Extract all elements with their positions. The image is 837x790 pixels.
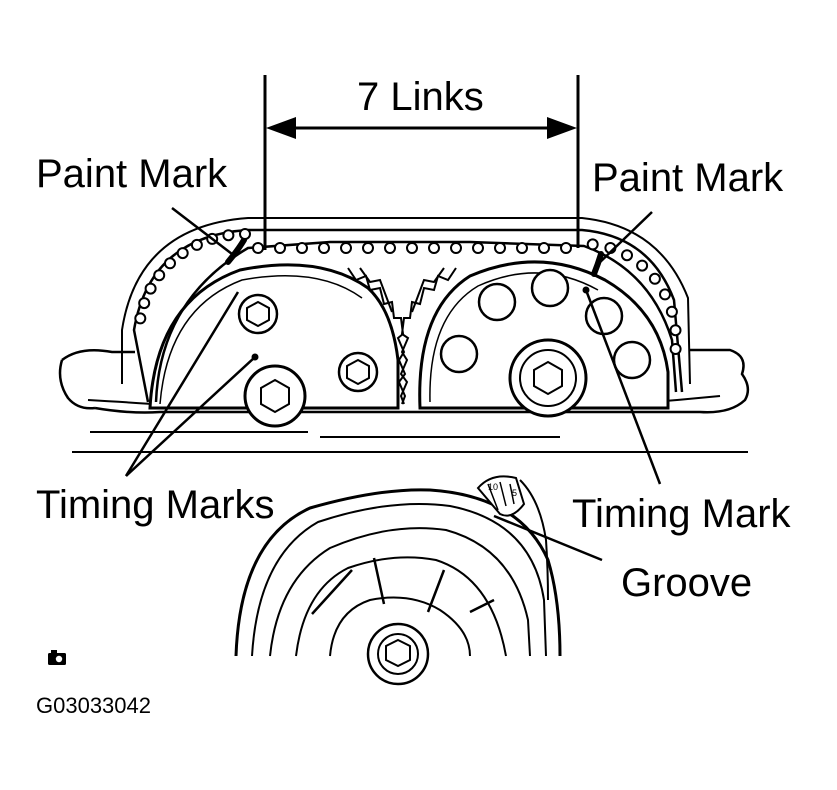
chain-roller (362, 242, 374, 254)
crankshaft-pulley (234, 483, 562, 686)
chain-roller (450, 242, 462, 254)
chain-roller (669, 324, 682, 337)
chain-roller (176, 247, 189, 260)
chain-roller (648, 272, 661, 285)
chain-roller (318, 242, 330, 254)
chain-roller (494, 242, 506, 254)
lightening-hole (439, 334, 479, 374)
chain-roller (621, 249, 633, 262)
paint-mark-right-label: Paint Mark (592, 156, 784, 200)
chain-roller (472, 242, 484, 254)
timing-mark-label: Timing Mark (572, 492, 792, 536)
figure-code: G03033042 (36, 693, 151, 718)
lightening-hole (612, 340, 652, 380)
center-bolt-right (508, 338, 588, 418)
chain-roller (164, 257, 176, 270)
chain-roller (665, 305, 678, 318)
chain-roller (560, 242, 572, 254)
seven-links-dimension (263, 75, 580, 250)
leader-timing-marks-b (125, 356, 256, 477)
chain-roller (138, 297, 151, 310)
chain-roller (538, 242, 550, 254)
scale-number-5: 5 (512, 488, 517, 498)
seven-links-label: 7 Links (357, 75, 484, 119)
chain-roller (428, 242, 440, 254)
leader-paint-mark-right (595, 211, 653, 267)
chain-roller (222, 229, 235, 242)
chain-links (134, 228, 682, 355)
center-bolt-left (243, 364, 307, 428)
right-cam-sprocket (418, 251, 670, 418)
leader-timing-mark (584, 289, 662, 485)
chain-roller (144, 282, 157, 295)
chain-roller (659, 288, 671, 301)
bolt-lower-right (337, 351, 379, 393)
chain-roller (669, 343, 682, 355)
lightening-hole (477, 282, 517, 322)
groove-label: Groove (621, 561, 752, 605)
gear-teeth-mesh (347, 267, 457, 405)
arrowhead-right (547, 117, 577, 139)
leader-paint-mark-left (171, 207, 233, 255)
timing-marks-label: Timing Marks (36, 483, 275, 527)
leader-groove (493, 514, 603, 562)
chain-roller (636, 259, 649, 272)
left-cam-sprocket (148, 237, 400, 428)
leader-lines (124, 207, 662, 562)
chain-roller (134, 312, 147, 325)
chain-roller (274, 242, 286, 254)
chain-roller (153, 269, 166, 282)
chain-roller (406, 242, 418, 254)
chain-roller (190, 238, 203, 251)
lightening-hole (530, 268, 570, 308)
chain-roller (340, 242, 352, 254)
camera-icon (48, 650, 66, 665)
timing-chain (121, 217, 691, 403)
chain-roller (516, 242, 528, 254)
leader-timing-marks-a (124, 291, 240, 477)
chain-roller (296, 242, 308, 254)
chain-roller (239, 228, 251, 240)
chain-roller (586, 238, 599, 251)
chain-roller (252, 242, 264, 254)
chain-roller (384, 242, 396, 254)
arrowhead-left (266, 117, 296, 139)
paint-mark-left-label: Paint Mark (36, 152, 228, 196)
timing-scale: 10 5 (476, 475, 549, 601)
bolt-upper-left (237, 293, 279, 335)
scale-number-10: 10 (488, 482, 498, 492)
